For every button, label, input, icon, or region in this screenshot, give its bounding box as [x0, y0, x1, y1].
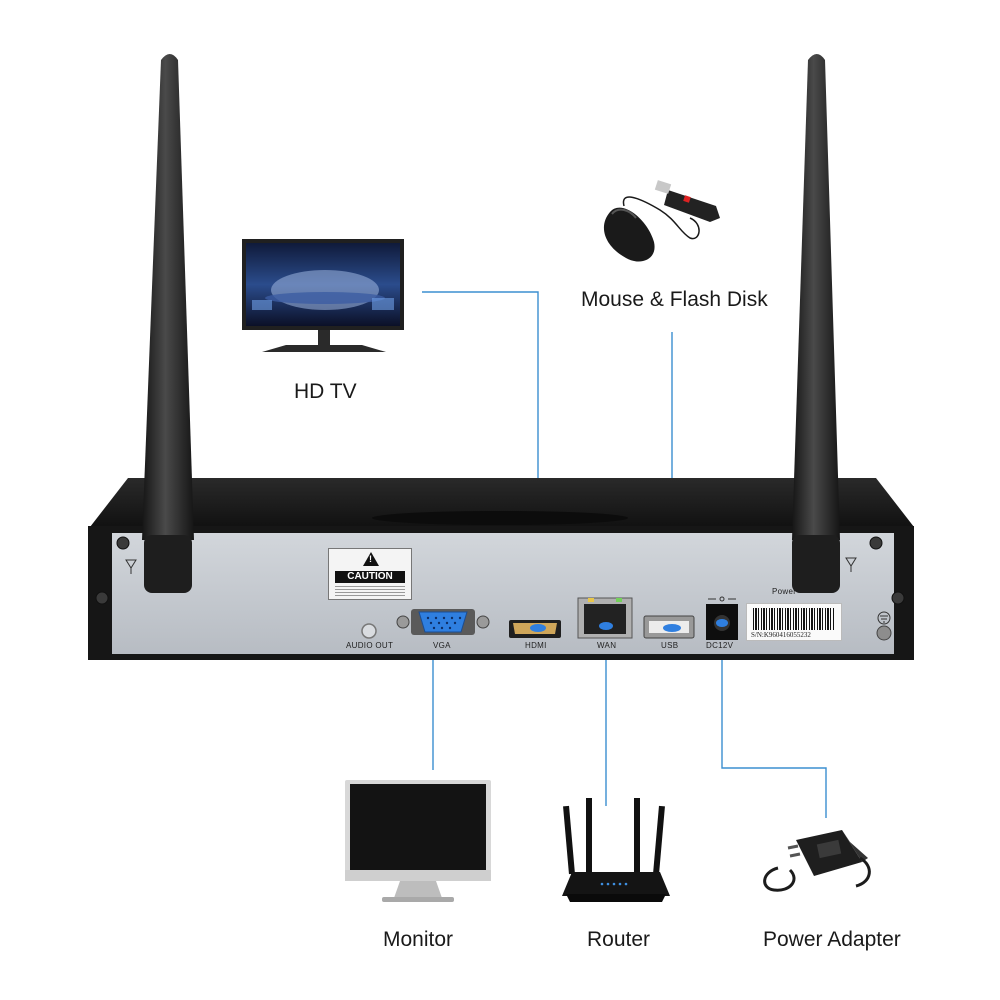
warning-triangle-icon — [363, 552, 379, 566]
ground-icon — [877, 611, 891, 625]
wan-label: WAN — [597, 641, 617, 650]
hdmi-label: HDMI — [525, 641, 547, 650]
wan-port[interactable] — [577, 597, 633, 639]
caution-fine-print — [335, 586, 405, 596]
usb-label: USB — [661, 641, 679, 650]
mouse-flash-label: Mouse & Flash Disk — [581, 288, 768, 311]
screw — [869, 536, 883, 550]
serial-number: S/N:K960416055232 — [751, 631, 811, 639]
dc12v-port[interactable] — [706, 596, 738, 640]
caution-sticker: CAUTION — [328, 548, 412, 600]
monitor-icon — [345, 780, 491, 902]
dc12v-label: DC12V — [706, 641, 734, 650]
power-adapter-icon — [763, 830, 871, 892]
power-adapter-label: Power Adapter — [763, 928, 901, 951]
ground-post — [876, 625, 892, 641]
vga-port[interactable] — [396, 609, 490, 635]
vga-label: VGA — [433, 641, 451, 650]
router-icon — [562, 798, 670, 902]
hd-tv-label: HD TV — [294, 380, 357, 403]
nvr-top-recess — [372, 511, 628, 525]
flash-disk-icon — [654, 180, 720, 222]
barcode — [753, 608, 835, 630]
screw — [116, 536, 130, 550]
usb-port[interactable] — [643, 615, 695, 639]
tv-icon — [242, 239, 404, 352]
right-antenna — [792, 54, 840, 593]
left-antenna — [142, 54, 194, 593]
caution-title: CAUTION — [335, 571, 405, 583]
audio-out-port[interactable] — [361, 623, 377, 639]
power-label: Power — [772, 587, 797, 596]
mouse-icon — [603, 196, 700, 262]
serial-number-sticker: S/N:K960416055232 — [746, 603, 842, 641]
screw — [891, 591, 905, 605]
hdmi-port[interactable] — [509, 620, 561, 638]
antenna-icon — [125, 557, 857, 574]
screw — [95, 591, 109, 605]
dc-to-adapter-line — [721, 628, 827, 818]
audio-out-label: AUDIO OUT — [346, 641, 394, 650]
nvr-top-surface — [90, 478, 914, 527]
router-label: Router — [587, 928, 651, 951]
monitor-label: Monitor — [383, 928, 454, 951]
